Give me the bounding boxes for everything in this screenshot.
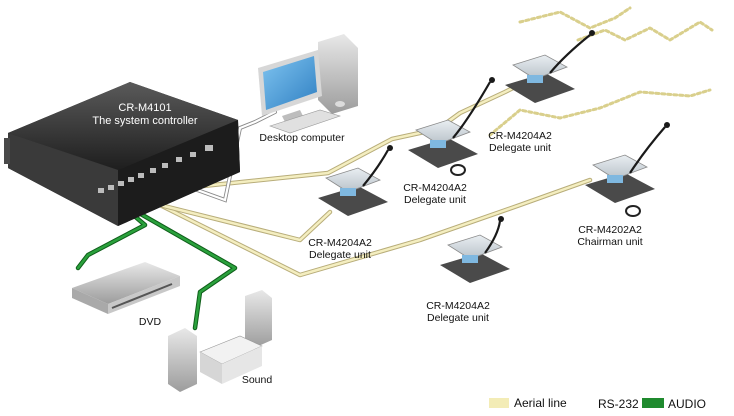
- legend: [489, 398, 664, 408]
- delegate-label-left: CR-M4204A2 Delegate unit: [290, 237, 390, 261]
- delegate-label-upper-middle: CR-M4204A2 Delegate unit: [385, 182, 485, 206]
- legend-audio-label: AUDIO: [668, 397, 707, 411]
- dvd-player: [72, 262, 180, 314]
- legend-rs232-swatch: [574, 398, 594, 408]
- rs232-cable: [173, 110, 277, 203]
- computer-label: Desktop computer: [259, 132, 345, 144]
- delegate-unit-bottom: [440, 216, 510, 283]
- aerial-line-cables: [147, 6, 714, 278]
- legend-aerial-label: Aerial line: [514, 396, 567, 410]
- chairman-unit: [585, 122, 670, 217]
- controller-role: The system controller: [92, 115, 198, 127]
- delegate-model: CR-M4204A2: [308, 237, 372, 249]
- delegate-unit-upper-middle: [408, 77, 495, 176]
- controller-model: CR-M4101: [118, 102, 172, 114]
- dvd-label: DVD: [138, 316, 162, 328]
- chairman-model: CR-M4202A2: [578, 224, 642, 236]
- controller-ports: [98, 145, 213, 193]
- sound-label: Sound: [241, 374, 273, 386]
- delegate-label-top-right: CR-M4204A2 Delegate unit: [470, 130, 570, 154]
- delegate-role: Delegate unit: [489, 142, 551, 154]
- delegate-role: Delegate unit: [404, 194, 466, 206]
- legend-aerial-swatch: [489, 398, 509, 408]
- chairman-label: CR-M4202A2 Chairman unit: [560, 224, 660, 248]
- delegate-unit-top-right: [505, 30, 595, 103]
- legend-audio-swatch: [642, 398, 664, 408]
- delegate-unit-left: [318, 145, 393, 216]
- controller-label: CR-M4101 The system controller: [70, 102, 220, 128]
- chairman-role: Chairman unit: [577, 236, 643, 248]
- desktop-computer: [258, 34, 358, 134]
- delegate-role: Delegate unit: [427, 312, 489, 324]
- delegate-model: CR-M4204A2: [403, 182, 467, 194]
- delegate-model: CR-M4204A2: [488, 130, 552, 142]
- system-controller: [4, 82, 240, 226]
- sound-system: [168, 290, 272, 392]
- delegate-label-bottom: CR-M4204A2 Delegate unit: [408, 300, 508, 324]
- legend-rs232-label: RS-232: [598, 397, 639, 411]
- delegate-model: CR-M4204A2: [426, 300, 490, 312]
- delegate-role: Delegate unit: [309, 249, 371, 261]
